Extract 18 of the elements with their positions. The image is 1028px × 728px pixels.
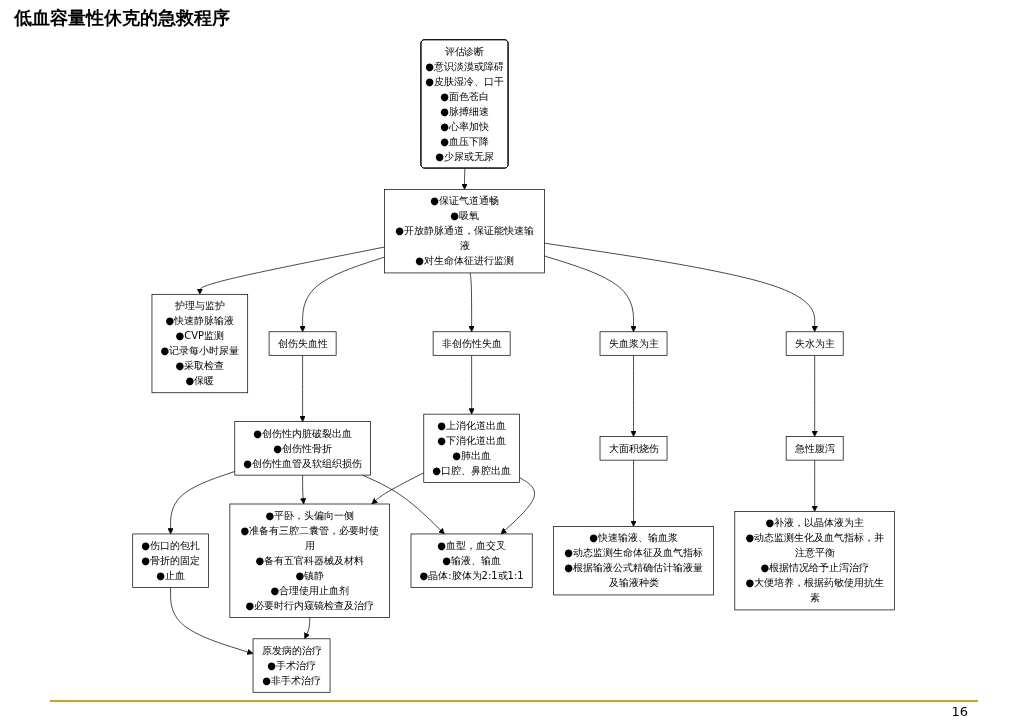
page-number: 16 xyxy=(951,704,968,719)
node-box: ●上消化道出血 ●下消化道出血 ●肺出血 ●口腔、鼻腔出血 xyxy=(423,413,521,483)
node-box: 护理与监护 ●快速静脉输液 ●CVP监测 ●记录每小时尿量 ●采取检查 ●保暖 xyxy=(151,293,249,394)
node-box: 创伤失血性 xyxy=(269,331,337,356)
node-box: ●平卧，头偏向一侧 ●准备有三腔二囊管，必要时使用 ●备有五官科器械及材料 ●镇静 ●合理使用止血剂 ●必要时行内窥镜检查及治疗 xyxy=(229,503,391,618)
node-box: 失水为主 xyxy=(786,331,844,356)
node-box: 急性腹泻 xyxy=(786,436,844,461)
diagram-title: 低血容量性休克的急救程序 xyxy=(14,6,230,30)
node-box: ●保证气道通畅 ●吸氧 ●开放静脉通道，保证能快速输液 ●对生命体征进行监测 xyxy=(384,189,546,274)
node-box: ●创伤性内脏破裂出血 ●创伤性骨折 ●创伤性血管及软组织损伤 xyxy=(234,421,372,476)
node-box: ●快速输液、输血浆 ●动态监测生命体征及血气指标 ●根据输液公式精确估计输液量及输液种类 xyxy=(553,526,715,596)
node-box: 非创伤性失血 xyxy=(433,331,511,356)
node-box: 原发病的治疗 ●手术治疗 ●非手术治疗 xyxy=(253,638,331,693)
node-box: ●补液，以晶体液为主 ●动态监测生化及血气指标，并注意平衡 ●根据情况给予止泻治疗 ●大便培养，根据药敏使用抗生素 xyxy=(734,511,896,611)
node-box: ●伤口的包扎 ●骨折的固定 ●止血 xyxy=(132,533,210,588)
node-box: 大面积烧伤 xyxy=(600,436,668,461)
node-box: ●血型，血交叉 ●输液、输血 ●晶体:胶体为2:1或1:1 xyxy=(411,533,533,588)
node-box: 失血浆为主 xyxy=(600,331,668,356)
